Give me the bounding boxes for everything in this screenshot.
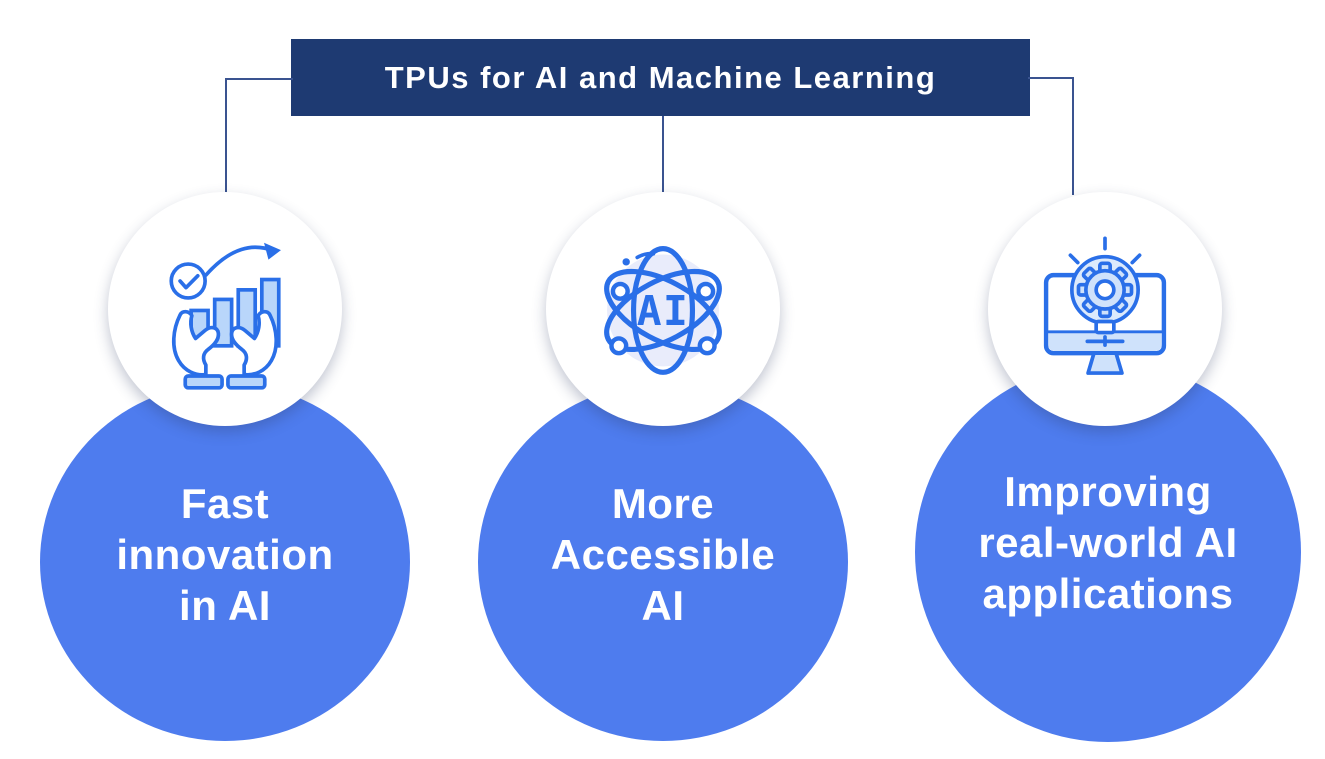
page-title: TPUs for AI and Machine Learning (384, 59, 937, 95)
atom-orbit-nodes (609, 281, 717, 356)
cupped-hands (171, 309, 279, 390)
icon-circle-accessible-ai: AI (546, 192, 780, 426)
monitor-gear-bulb-icon (1043, 236, 1167, 375)
node-label-fast-innovation: Fast innovation in AI (116, 480, 334, 630)
atom-orbits (604, 246, 722, 375)
icon-circle-fast-innovation (108, 192, 342, 426)
title-banner: TPUs for AI and Machine Learning (291, 39, 1030, 116)
connector-right-horizontal (1028, 77, 1074, 79)
hands-growth-chart-icon (169, 242, 281, 390)
atom-ai-label: AI (637, 287, 690, 335)
growth-arrow-icon (204, 242, 281, 277)
gear-bulb-icon (1070, 254, 1140, 347)
connector-left-vertical (225, 78, 227, 194)
node-circle-accessible-ai (478, 383, 848, 741)
ai-atom-icon: AI (604, 246, 722, 375)
connector-middle-vertical (662, 116, 664, 194)
checkmark-circle-icon (169, 262, 207, 300)
node-circle-fast-innovation (40, 383, 410, 741)
atom-accent-marks (622, 251, 656, 266)
node-label-accessible-ai: More Accessible AI (550, 480, 776, 630)
node-label-real-world-ai: Improving real-world AI applications (978, 468, 1238, 618)
connector-left-horizontal (225, 78, 293, 80)
connector-right-vertical (1072, 77, 1074, 195)
icon-circle-real-world-ai (988, 192, 1222, 426)
